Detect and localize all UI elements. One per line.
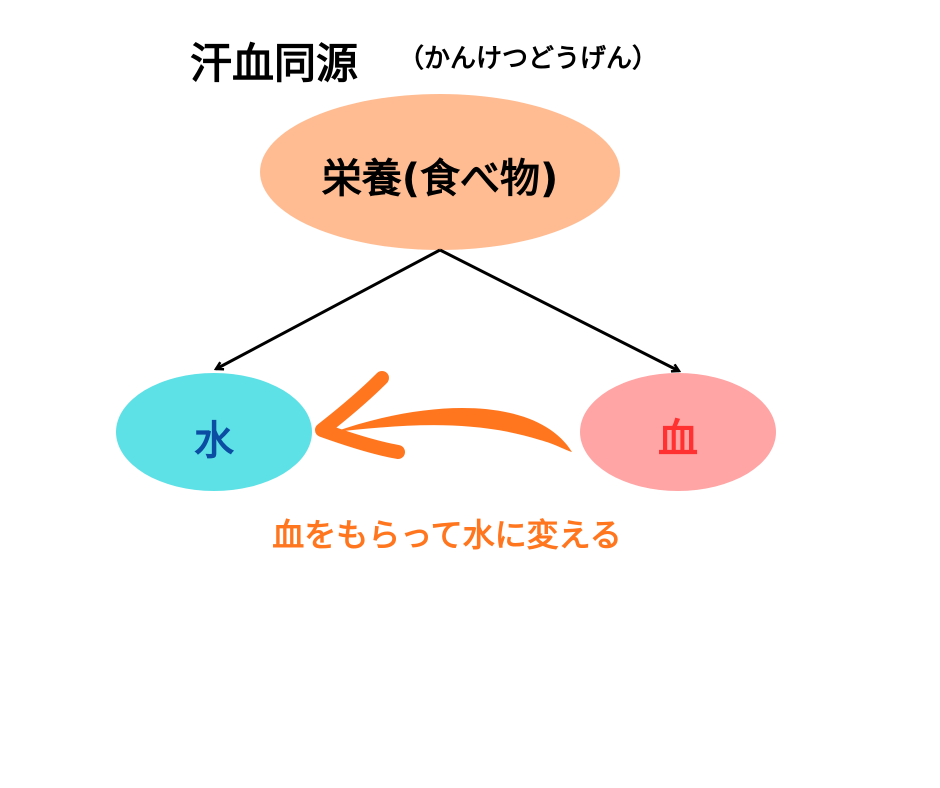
blood-label: 血 [658,416,698,462]
food-node [260,94,620,250]
arrow-food-to-water [216,248,441,369]
water-node [116,373,312,491]
blood-to-water-arrow [315,371,572,459]
food-label: 栄養(食べ物) [321,156,559,202]
diagram-title: 汗血同源 [190,39,359,88]
arrow-food-to-blood [439,248,679,371]
water-label: 水 [194,418,234,464]
caption: 血をもらって水に変える [272,516,622,554]
title-reading: （かんけつどうげん） [398,44,659,74]
blood-node [580,373,776,491]
